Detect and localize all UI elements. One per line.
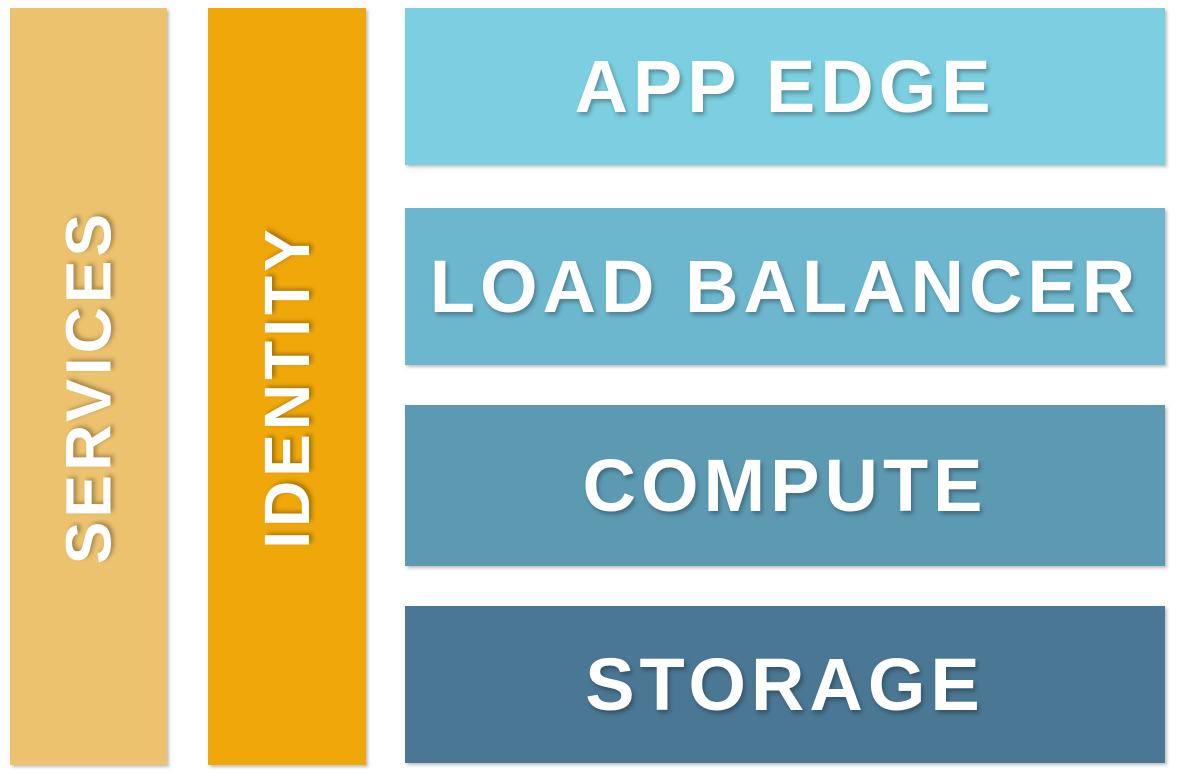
storage-layer-bar: STORAGE	[405, 606, 1165, 763]
compute-layer-bar: COMPUTE	[405, 405, 1165, 566]
load-balancer-layer-bar: LOAD BALANCER	[405, 208, 1165, 365]
load-balancer-label: LOAD BALANCER	[429, 245, 1141, 328]
storage-label: STORAGE	[585, 643, 985, 726]
services-label: SERVICES	[52, 209, 125, 564]
identity-label: IDENTITY	[251, 224, 323, 549]
identity-column-bar: IDENTITY	[208, 8, 366, 765]
compute-label: COMPUTE	[582, 444, 988, 527]
services-column-bar: SERVICES	[10, 8, 167, 765]
app-edge-layer-bar: APP EDGE	[405, 8, 1165, 165]
app-edge-label: APP EDGE	[574, 45, 996, 128]
